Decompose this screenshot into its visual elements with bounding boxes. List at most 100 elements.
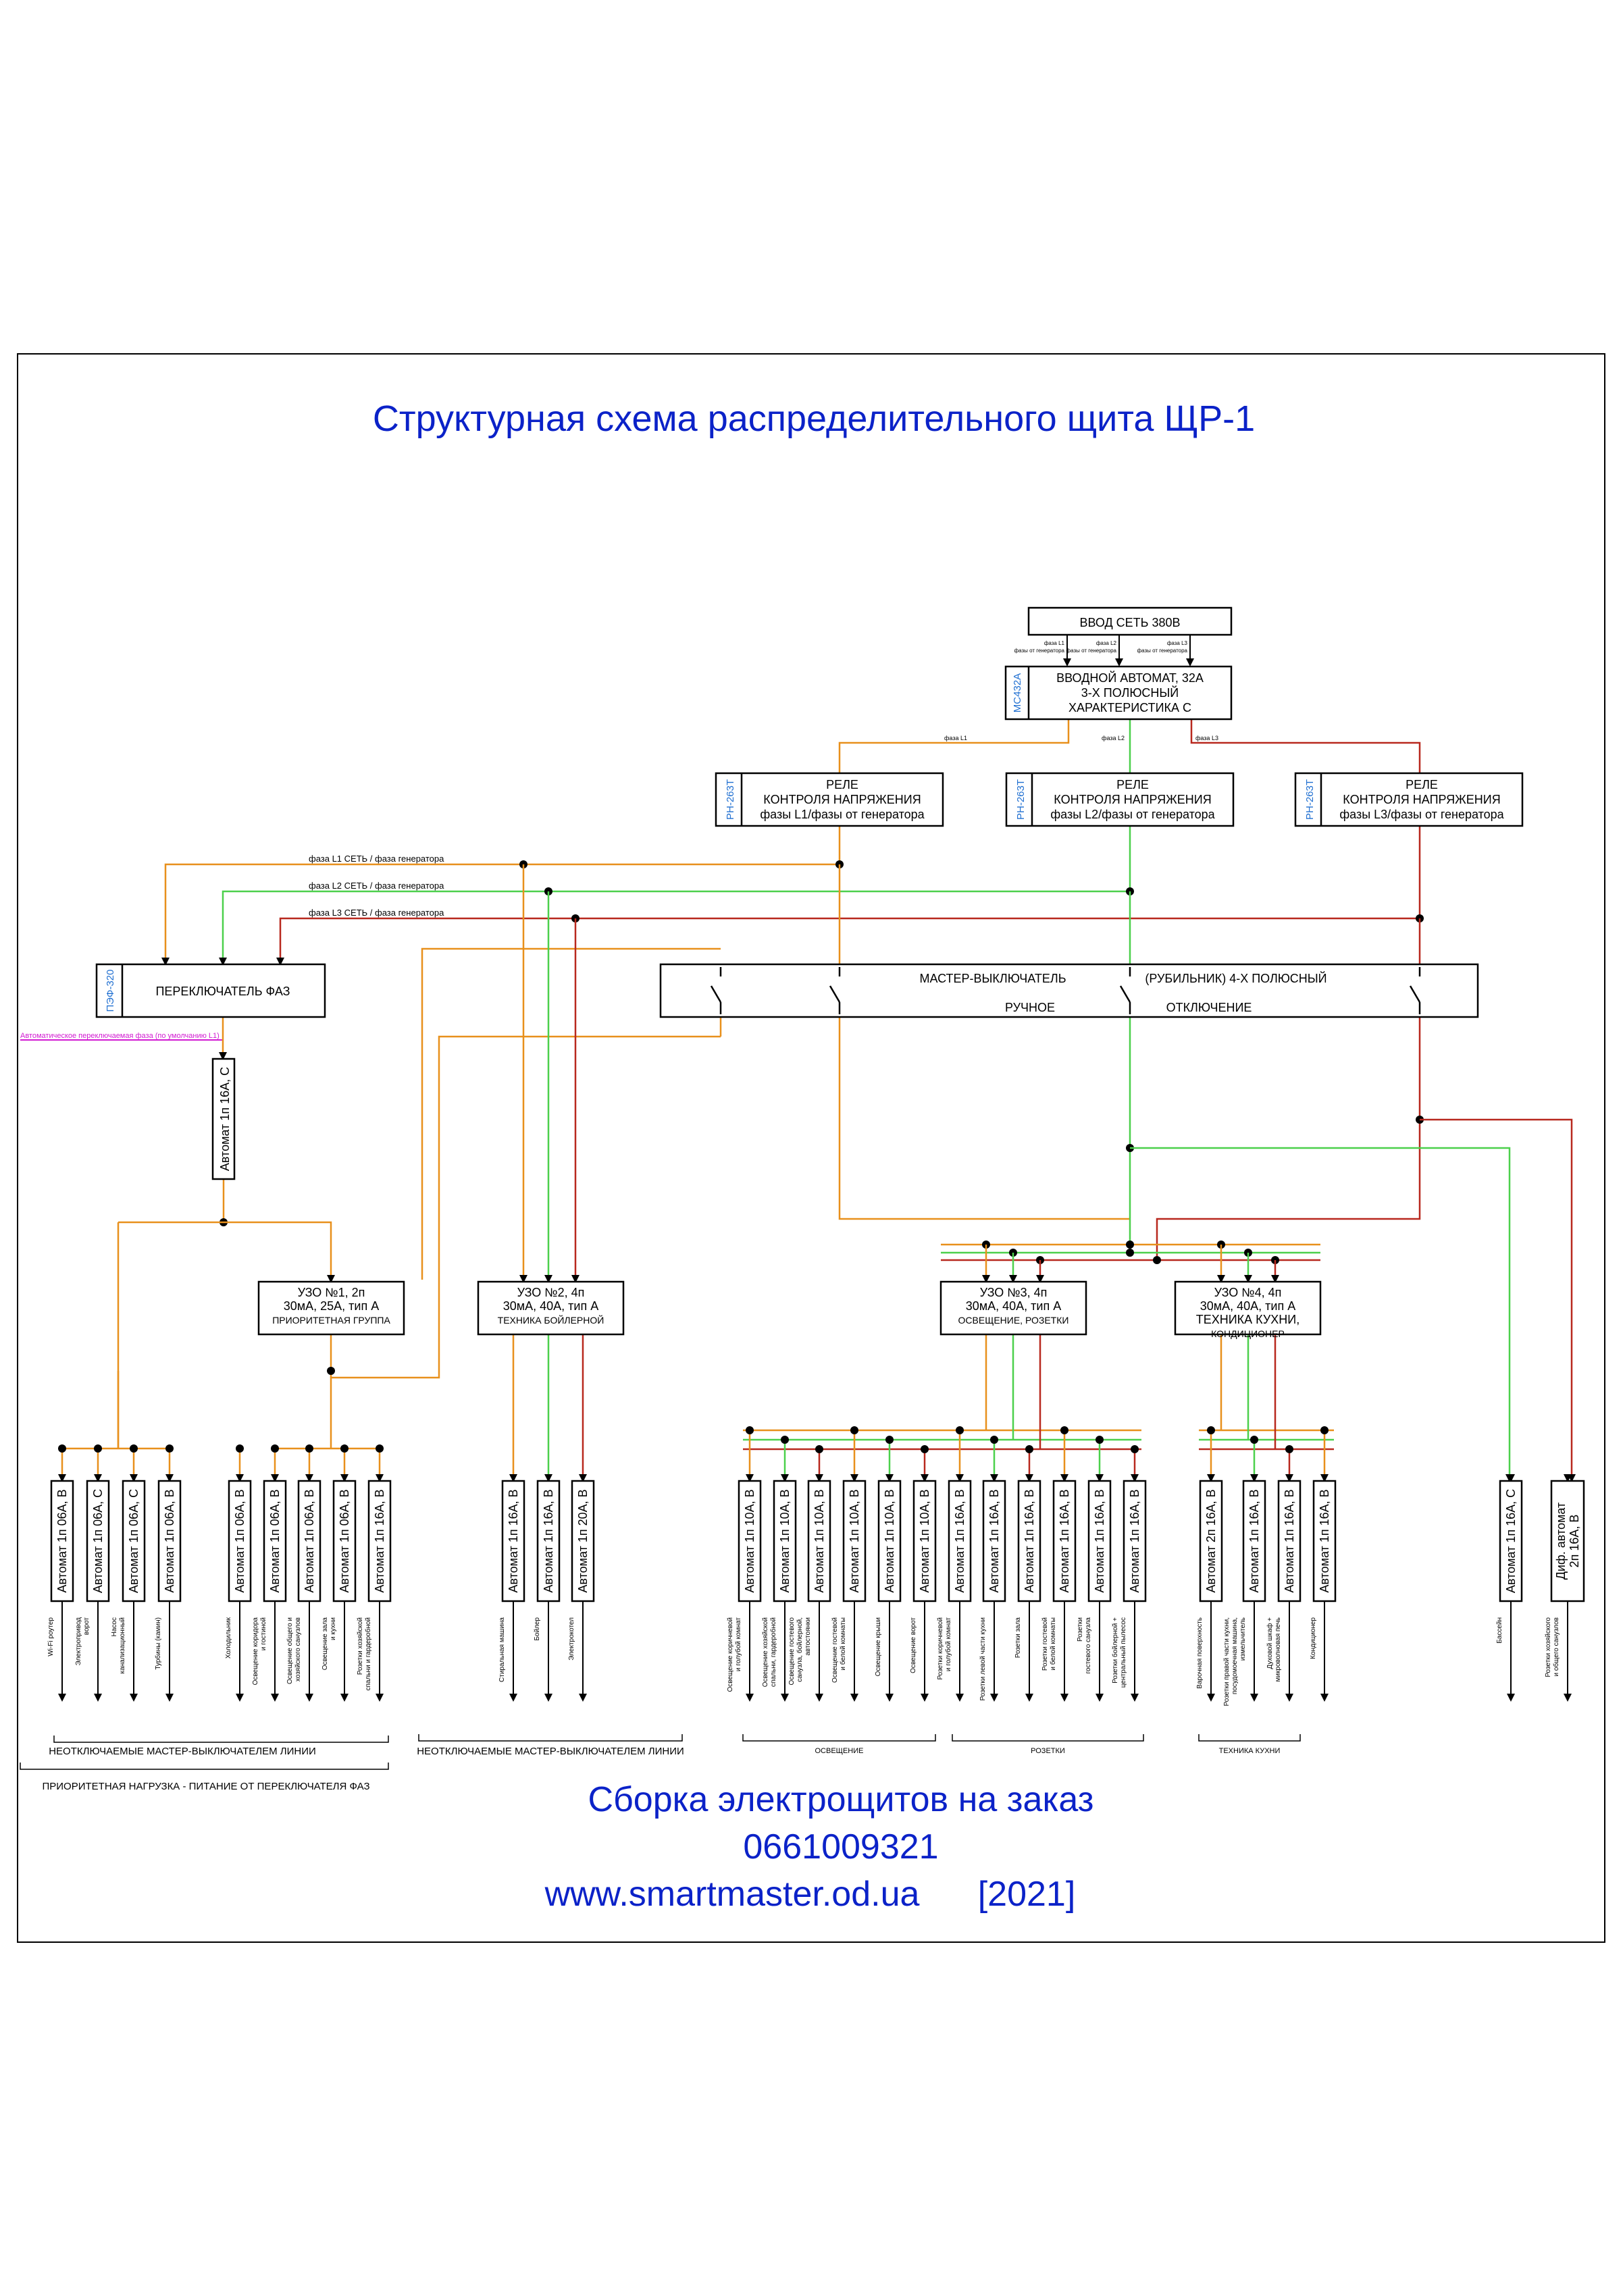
wire-l3 [1420, 1118, 1573, 1476]
diagram-frame [17, 353, 1605, 1943]
relay-label: КОНТРОЛЯ НАПРЯЖЕНИЯ [1343, 793, 1500, 806]
group-label: РОЗЕТКИ [1031, 1747, 1065, 1755]
arrow-icon [219, 958, 227, 966]
breaker-label: Автомат 1п 16А, В [1058, 1489, 1071, 1592]
breaker-box [228, 1480, 252, 1602]
master-switch-box [659, 963, 1479, 1018]
phase-switch-tag: ПЭФ-320 [105, 970, 116, 1012]
arrow-icon [850, 1694, 858, 1702]
breaker-label: Автомат 1п 06А, С [91, 1489, 105, 1593]
junction-dot [305, 1444, 313, 1453]
junction-dot [271, 1444, 279, 1453]
footer: Сборка электрощитов на заказ 0661009321 … [544, 1780, 1094, 1914]
load-label: Розетки хозяйского [1545, 1617, 1552, 1677]
arrow-icon [58, 1474, 66, 1482]
relay-label: КОНТРОЛЯ НАПРЯЖЕНИЯ [1054, 793, 1211, 806]
arrow-icon [544, 1694, 552, 1702]
group-bracket [742, 1734, 936, 1742]
breaker-label: Автомат 1п 06А, В [163, 1489, 176, 1592]
breaker-box [1277, 1480, 1302, 1602]
junction-dot [746, 1426, 754, 1434]
arrow-icon [1009, 1275, 1017, 1283]
arrow-icon [276, 958, 284, 966]
load-label: спальни, гардеробной [769, 1617, 777, 1687]
arrow-icon [1271, 1275, 1279, 1283]
breaker-box [982, 1480, 1006, 1602]
rcd-label: 30мА, 40А, тип А [966, 1299, 1062, 1313]
breaker-box [773, 1480, 797, 1602]
group-bracket [20, 1763, 389, 1770]
junction-dot [1153, 1256, 1161, 1264]
arrow-icon [579, 1694, 587, 1702]
arrow-icon [781, 1474, 789, 1482]
rcd-box-3 [939, 1280, 1087, 1336]
arrow-icon [509, 1474, 517, 1482]
phase-switch-box [95, 963, 326, 1018]
breaker-box [50, 1480, 74, 1602]
arrow-icon [327, 1275, 335, 1283]
load-label: и белой комнаты [1049, 1617, 1057, 1671]
rcd-label: 30мА, 25А, тип А [284, 1299, 380, 1313]
arrow-icon [921, 1474, 929, 1482]
arrow-icon [544, 1275, 552, 1283]
arrow-icon [165, 1694, 174, 1702]
breaker-box [842, 1480, 867, 1602]
rcd-label: ТЕХНИКА КУХНИ, [1196, 1313, 1300, 1326]
junction-dot [165, 1444, 174, 1453]
junction-dot [956, 1426, 964, 1434]
rcd-label: 30мА, 40А, тип А [503, 1299, 599, 1313]
breaker-label: Автомат 1п 10А, В [883, 1489, 896, 1592]
relay-tag: РН-263Т [725, 779, 736, 820]
arrow-icon [1507, 1694, 1515, 1702]
breaker-box [738, 1480, 762, 1602]
arrow-icon [305, 1694, 313, 1702]
arrow-icon [956, 1474, 964, 1482]
breaker-box [86, 1480, 110, 1602]
breaker-label: Автомат 1п 10А, В [848, 1489, 861, 1592]
load-label: Стиральная машина [498, 1617, 506, 1682]
arrow-icon [1060, 1474, 1068, 1482]
breaker-label: Автомат 1п 06А, С [127, 1489, 140, 1593]
wire-l1 [421, 947, 721, 1280]
footer-year: [2021] [978, 1875, 1076, 1914]
load-label: санузла, бойлерной, [796, 1617, 804, 1682]
junction-dot [94, 1444, 102, 1453]
arrow-icon [1036, 1275, 1044, 1283]
relay-label: РЕЛЕ [1116, 778, 1149, 791]
load-label: хозяйского санузлов [294, 1617, 302, 1681]
arrow-icon [1115, 658, 1123, 667]
arrow-icon [1250, 1694, 1258, 1702]
arrow-icon [165, 1474, 174, 1482]
junction-dot [815, 1445, 823, 1453]
breaker-label: Автомат 1п 10А, В [778, 1489, 792, 1592]
breaker-label: Автомат 1п 16А, В [507, 1489, 520, 1592]
rcd-label: УЗО №4, 4п [1214, 1286, 1282, 1299]
arrow-icon [305, 1474, 313, 1482]
load-label: Холодильник [225, 1617, 232, 1659]
breaker-box [1550, 1480, 1585, 1602]
rcd-box-4 [1174, 1280, 1322, 1336]
rcd-box-2 [477, 1280, 625, 1336]
breaker-box [1199, 1480, 1223, 1602]
rcd-label: ОСВЕЩЕНИЕ, РОЗЕТКИ [958, 1315, 1069, 1326]
breaker-box [297, 1480, 321, 1602]
priority-breaker-label: Автомат 1п 16А, С [218, 1067, 232, 1171]
bus-label-l2: фаза L2 СЕТЬ / фаза генератора [309, 881, 444, 891]
arrow-icon [1217, 1275, 1225, 1283]
master-switch-title: МАСТЕР-ВЫКЛЮЧАТЕЛЬ [919, 972, 1066, 985]
arrow-icon [130, 1474, 138, 1482]
breaker-box [263, 1480, 287, 1602]
arrow-icon [1250, 1474, 1258, 1482]
rcd-label: КОНДИЦИОНЕР [1211, 1328, 1285, 1339]
breaker-label: Автомат 1п 16А, В [1023, 1489, 1036, 1592]
switch-blade [1119, 985, 1131, 1003]
junction-dot [376, 1444, 384, 1453]
arrow-icon [781, 1694, 789, 1702]
switch-blade [710, 985, 722, 1003]
arrow-icon [271, 1694, 279, 1702]
junction-dot [1060, 1426, 1068, 1434]
load-label: Бойлер [534, 1617, 541, 1641]
breaker-label: Автомат 2п 16А, В [1204, 1489, 1218, 1592]
junction-dot [1126, 1241, 1134, 1249]
load-label: центральный пылесос [1120, 1617, 1127, 1688]
